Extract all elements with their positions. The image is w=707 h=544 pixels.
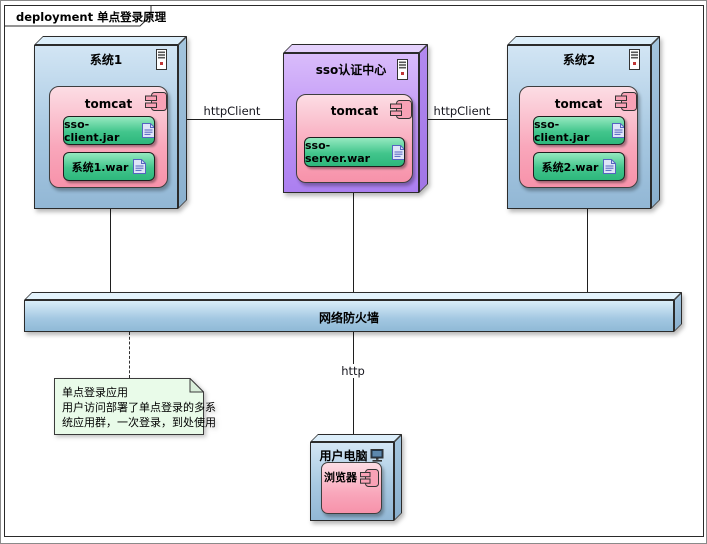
artifact-document-icon xyxy=(142,123,154,138)
component-browser[interactable]: 浏览器 xyxy=(321,462,382,514)
node-firewall[interactable]: 网络防火墙 xyxy=(24,292,682,332)
edge-label-http: http xyxy=(331,364,375,378)
node-sso-side-face xyxy=(419,44,428,193)
node-system2-side-face xyxy=(651,36,660,209)
component-tomcat-system1[interactable]: tomcat sso-client.jar 系统1.war xyxy=(49,86,168,188)
server-node-icon xyxy=(397,59,408,80)
artifact-system1-war-label: 系统1.war xyxy=(71,160,129,174)
artifact-sso-client-jar-system2[interactable]: sso-client.jar xyxy=(533,116,625,145)
component-icon xyxy=(360,469,379,487)
artifact-sso-client-jar-system1[interactable]: sso-client.jar xyxy=(63,116,155,145)
edge-system1-sso[interactable] xyxy=(187,119,283,120)
artifact-sso-server-war-label: sso-server.war xyxy=(305,139,371,165)
note-line-2: 用户访问部署了单点登录的多系 xyxy=(62,401,216,414)
edge-label-httpclient-right: httpClient xyxy=(427,104,497,118)
frame-title-tab: deployment 单点登录原理 xyxy=(4,5,166,27)
edge-sso-system2[interactable] xyxy=(428,119,507,120)
component-tomcat-system2-label: tomcat xyxy=(554,97,603,111)
artifact-document-icon xyxy=(603,159,617,174)
note-text: 单点登录应用 用户访问部署了单点登录的多系 统应用群，一次登录，到处使用 xyxy=(62,385,216,430)
component-browser-label: 浏览器 xyxy=(324,471,357,484)
node-firewall-label: 网络防火墙 xyxy=(318,311,379,325)
component-tomcat-sso-label: tomcat xyxy=(330,104,379,118)
server-node-icon xyxy=(629,49,640,70)
edge-sso-firewall[interactable] xyxy=(353,193,354,293)
edge-system1-firewall[interactable] xyxy=(110,209,111,293)
node-system1-top-face xyxy=(34,36,187,45)
node-system2-top-face xyxy=(507,36,660,45)
node-system1[interactable]: 系统1 tomcat sso-client.jar xyxy=(34,36,187,209)
node-computer-top-face xyxy=(310,434,402,442)
node-system1-side-face xyxy=(178,36,187,209)
node-sso-label: sso认证中心 xyxy=(315,63,387,77)
artifact-document-icon xyxy=(392,144,404,160)
node-system2[interactable]: 系统2 tomcat sso-client.jar xyxy=(507,36,660,209)
component-tomcat-system1-label: tomcat xyxy=(84,97,133,111)
component-tomcat-sso[interactable]: tomcat sso-server.war xyxy=(296,94,413,183)
diagram-frame xyxy=(4,5,704,537)
node-firewall-front-face xyxy=(24,300,674,332)
server-node-icon xyxy=(156,49,167,70)
node-computer-side-face xyxy=(394,434,402,521)
monitor-icon xyxy=(370,449,383,462)
note-sso-description[interactable]: 单点登录应用 用户访问部署了单点登录的多系 统应用群，一次登录，到处使用 xyxy=(54,377,216,435)
note-anchor-dashed-line[interactable] xyxy=(129,332,130,378)
note-shape xyxy=(54,377,205,435)
node-sso-center[interactable]: sso认证中心 tomcat sso-server.war xyxy=(283,44,428,193)
artifact-system2-war[interactable]: 系统2.war xyxy=(533,152,625,181)
node-firewall-top-face xyxy=(24,292,682,300)
edge-label-httpclient-left: httpClient xyxy=(197,104,267,118)
artifact-system1-war[interactable]: 系统1.war xyxy=(63,152,155,181)
edge-firewall-computer[interactable] xyxy=(353,332,354,434)
note-line-3: 统应用群，一次登录，到处使用 xyxy=(62,416,216,429)
node-user-computer[interactable]: 用户电脑 浏览器 xyxy=(310,434,402,521)
frame-tab-shape xyxy=(4,5,152,27)
artifact-sso-client-jar-system2-label: sso-client.jar xyxy=(534,117,590,144)
component-tomcat-system2[interactable]: tomcat sso-client.jar 系统2.war xyxy=(519,86,638,188)
node-computer-label-row: 用户电脑 xyxy=(310,447,394,464)
edge-system2-firewall[interactable] xyxy=(587,209,588,293)
artifact-document-icon xyxy=(612,123,624,138)
node-computer-label: 用户电脑 xyxy=(319,449,368,463)
node-system1-label: 系统1 xyxy=(89,53,123,67)
artifact-sso-client-jar-system1-label: sso-client.jar xyxy=(64,117,120,144)
component-icon xyxy=(145,92,167,111)
component-icon xyxy=(615,92,637,111)
node-sso-top-face xyxy=(283,44,428,53)
diagram-title: deployment 单点登录原理 xyxy=(16,10,167,24)
node-firewall-side-face xyxy=(674,292,682,332)
artifact-sso-server-war[interactable]: sso-server.war xyxy=(304,137,405,167)
artifact-document-icon xyxy=(133,159,147,174)
component-icon xyxy=(390,100,412,119)
node-system2-label: 系统2 xyxy=(562,53,596,67)
artifact-system2-war-label: 系统2.war xyxy=(541,160,599,174)
note-line-1: 单点登录应用 xyxy=(62,386,128,399)
